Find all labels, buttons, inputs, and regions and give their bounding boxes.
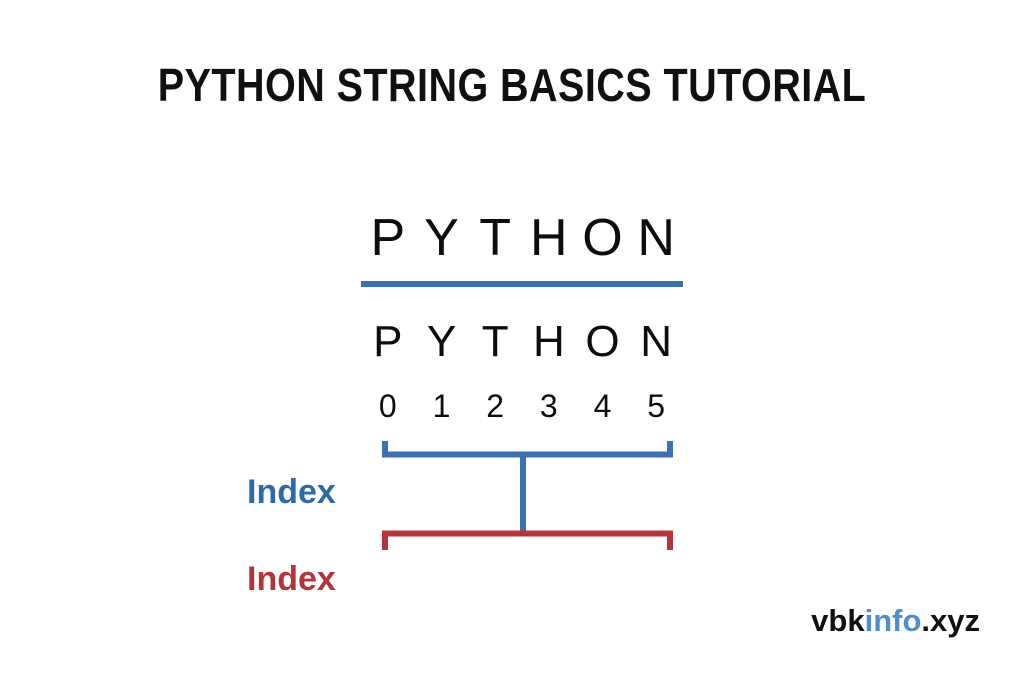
watermark-part-3: .xyz (921, 603, 980, 638)
word-bottom-letter-3: H (532, 317, 565, 366)
word-top-letter-3: H (530, 209, 568, 267)
index-number-1: 1 (432, 388, 451, 424)
watermark-part-1: vbk (811, 603, 865, 638)
watermark: vbkinfo.xyz (811, 603, 980, 639)
word-bottom-letter-4: O (585, 317, 620, 366)
index-number-2: 2 (486, 388, 505, 424)
word-bottom-letter-1: Y (426, 317, 457, 366)
positive-index-label: Index (247, 473, 336, 511)
word-top-letter-0: P (370, 209, 406, 267)
word-top-row: P Y T H O N (361, 208, 683, 268)
index-number-3: 3 (539, 388, 558, 424)
watermark-part-2: info (864, 603, 922, 638)
index-number-4: 4 (593, 388, 612, 424)
word-top-letter-2: T (479, 209, 512, 267)
negative-index-bracket-icon (382, 530, 673, 550)
word-bottom-letter-5: N (640, 317, 673, 366)
word-top-underline (361, 281, 683, 287)
index-number-0: 0 (378, 388, 397, 424)
index-number-5: 5 (647, 388, 666, 424)
word-bottom-letter-0: P (373, 317, 403, 366)
word-top-letter-1: Y (424, 209, 459, 267)
word-top-letter-4: O (582, 209, 623, 267)
word-bottom-letter-2: T (481, 317, 509, 366)
page-title: PYTHON STRING BASICS TUTORIAL (157, 59, 867, 111)
word-top-letter-5: N (637, 209, 675, 267)
index-number-row: 0 1 2 3 4 5 (361, 387, 683, 425)
negative-index-label: Index (247, 560, 336, 598)
positive-index-bracket-icon (382, 441, 673, 458)
word-bottom-row: P Y T H O N (361, 316, 683, 368)
